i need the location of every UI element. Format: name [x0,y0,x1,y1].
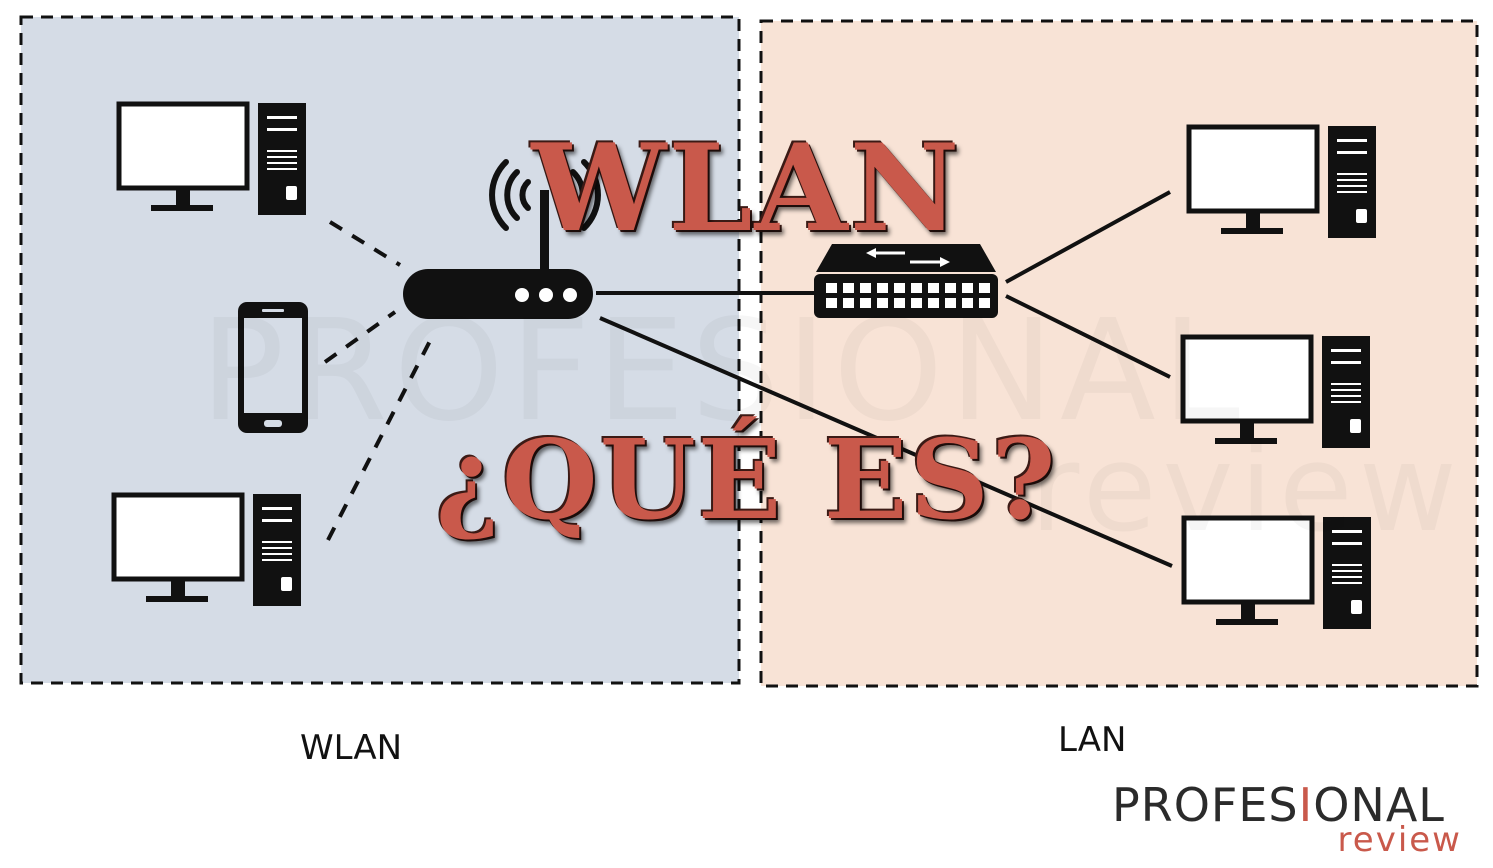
headline-title: WLAN [531,118,962,259]
desktop-computer-icon [1180,334,1370,448]
smartphone-icon [238,302,308,433]
profesional-review-logo: PROFESIONAL review [1112,778,1472,862]
logo-main-part2: ONAL [1313,778,1445,832]
desktop-computer-icon [116,101,306,215]
desktop-computer-icon [1181,515,1371,629]
network-switch-icon [814,244,998,318]
logo-main-part1: PROFES [1112,778,1299,832]
wired-links [596,190,1173,568]
desktop-computer-icon [1186,124,1376,238]
headline-question: ¿QUÉ ES? [435,415,1058,544]
desktop-computer-icon [111,492,301,606]
wifi-router-icon [403,159,601,319]
logo-accent-letter: I [1298,778,1314,832]
lan-zone-label: LAN [1058,720,1127,760]
logo-main-text: PROFESIONAL [1112,778,1445,832]
wireless-links [323,220,434,541]
wlan-zone-label: WLAN [300,728,403,768]
logo-sub-text: review [1337,820,1462,860]
